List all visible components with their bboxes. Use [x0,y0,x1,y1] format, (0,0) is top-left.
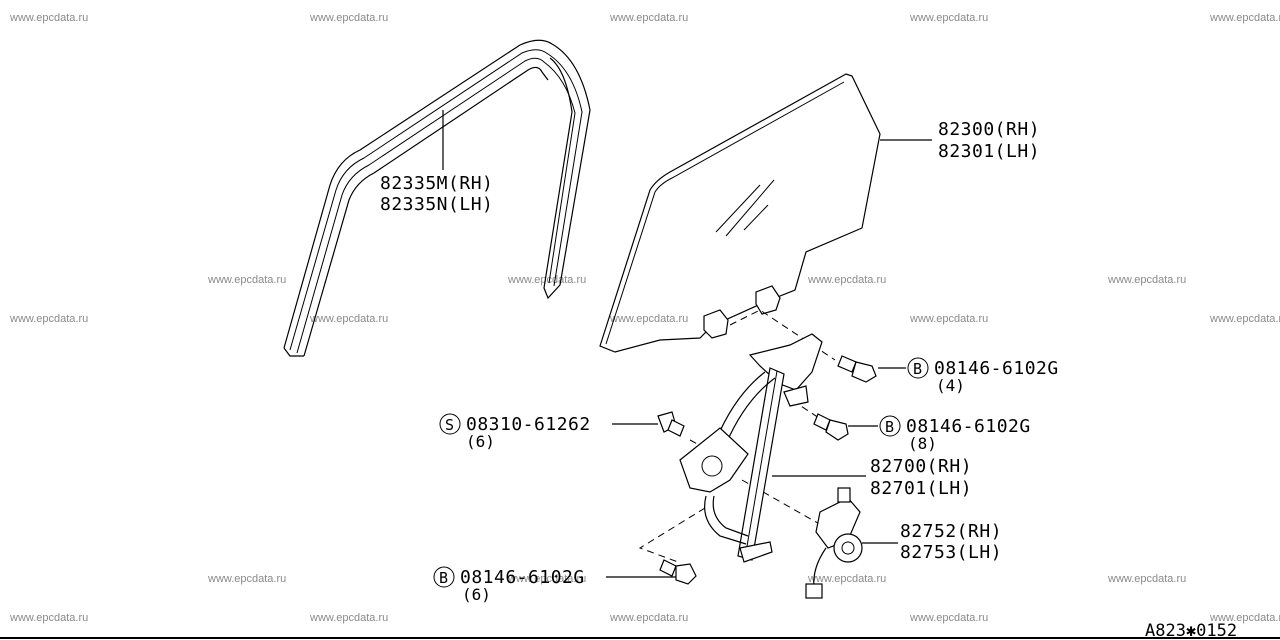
bolt-glass [837,355,877,383]
svg-text:(8): (8) [908,434,937,453]
svg-text:82700(RH): 82700(RH) [870,456,972,477]
watermark: www.epcdata.ru [309,612,388,624]
regulator-motor [805,487,863,599]
bolt-motor [659,559,697,585]
watermark: www.epcdata.ru [909,612,988,624]
label-motor: 82752(RH) 82753(LH) [900,521,1002,563]
watermark: www.epcdata.ru [309,313,388,325]
svg-text:82752(RH): 82752(RH) [900,521,1002,542]
svg-text:(6): (6) [462,585,491,604]
watermark: www.epcdata.ru [9,313,88,325]
watermark: www.epcdata.ru [1209,12,1280,24]
diagram-code: A823✱0152 [1145,621,1237,640]
watermark: www.epcdata.ru [609,313,688,325]
watermark: www.epcdata.ru [207,573,286,585]
glass-run-weatherstrip [283,39,591,357]
alignment-line [638,507,706,563]
watermark: www.epcdata.ru [807,274,886,286]
label-regulator: 82700(RH) 82701(LH) [870,456,972,499]
watermark: www.epcdata.ru [507,274,586,286]
label-glass: 82300(RH) 82301(LH) [938,119,1040,162]
watermark: www.epcdata.ru [9,12,88,24]
svg-text:B: B [885,418,894,436]
watermark: www.epcdata.ru [1107,274,1186,286]
door-glass [599,73,881,353]
callout-bolt-regulator: B 08146-6102G (8) [879,415,1031,453]
svg-text:82753(LH): 82753(LH) [900,542,1002,563]
watermark: www.epcdata.ru [507,573,586,585]
watermark-layer: www.epcdata.ru www.epcdata.ru www.epcdat… [9,12,1280,624]
watermark: www.epcdata.ru [909,313,988,325]
svg-text:08146-6102G: 08146-6102G [460,567,585,588]
watermark: www.epcdata.ru [807,573,886,585]
watermark: www.epcdata.ru [1209,313,1280,325]
label-weatherstrip: 82335M(RH) 82335N(LH) [380,173,493,215]
svg-text:08310-61262: 08310-61262 [466,414,591,435]
svg-text:82301(LH): 82301(LH) [938,141,1040,162]
svg-text:08146-6102G: 08146-6102G [934,358,1059,379]
svg-text:82335M(RH): 82335M(RH) [380,173,493,194]
svg-text:82300(RH): 82300(RH) [938,119,1040,140]
watermark: www.epcdata.ru [309,12,388,24]
screw-regulator [657,411,685,437]
watermark: www.epcdata.ru [1209,612,1280,624]
svg-text:B: B [913,360,922,378]
svg-text:08146-6102G: 08146-6102G [906,416,1031,437]
callout-bolt-glass: B 08146-6102G (4) [907,357,1059,395]
callout-bolt-motor: B 08146-6102G (6) [433,566,585,604]
svg-text:82701(LH): 82701(LH) [870,478,972,499]
svg-text:(4): (4) [936,376,965,395]
svg-text:(6): (6) [466,432,495,451]
watermark: www.epcdata.ru [609,12,688,24]
svg-text:82335N(LH): 82335N(LH) [380,194,493,215]
svg-text:B: B [439,569,448,587]
svg-text:S: S [445,416,454,434]
watermark: www.epcdata.ru [609,612,688,624]
window-regulator [679,333,823,563]
watermark: www.epcdata.ru [9,612,88,624]
watermark: www.epcdata.ru [1107,573,1186,585]
watermark: www.epcdata.ru [909,12,988,24]
callout-screw-regulator: S 08310-61262 (6) [439,413,591,451]
bolt-regulator [813,413,849,441]
watermark: www.epcdata.ru [207,274,286,286]
